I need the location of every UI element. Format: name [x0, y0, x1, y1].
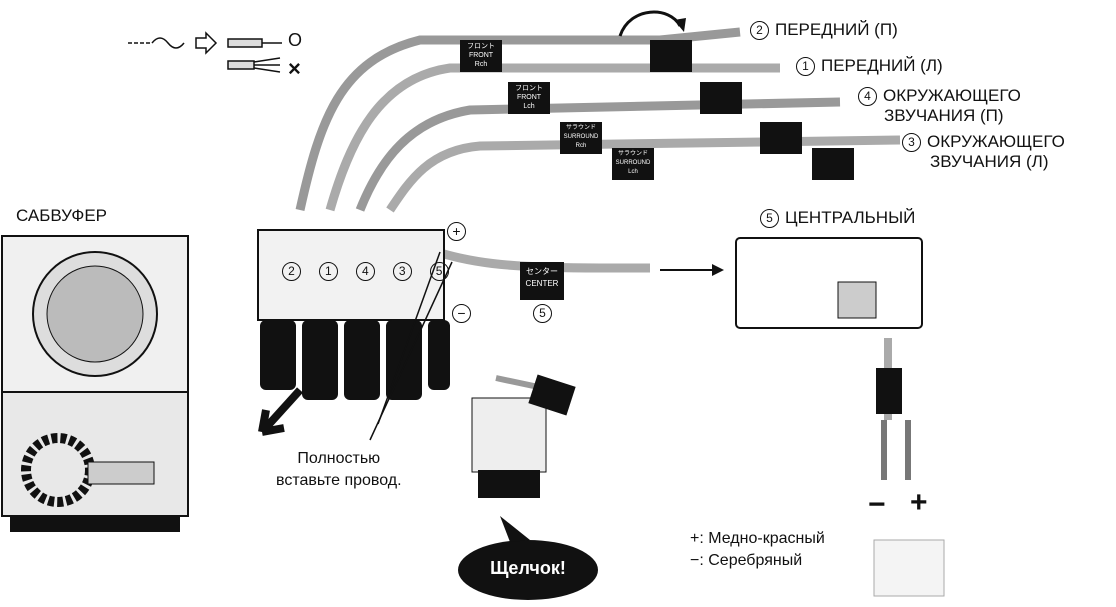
tag-jp: サラウンド: [565, 125, 596, 131]
wire-prep-illustration: [128, 31, 282, 73]
tag-jp: センター: [526, 267, 558, 276]
wire-color-legend: +: Медно-красный −: Серебряный: [690, 528, 825, 572]
inset-illustration: [471, 374, 576, 498]
speaker-name: ПЕРЕДНИЙ (П): [775, 20, 898, 39]
click-label: Щелчок!: [490, 558, 566, 578]
tag-surround-right: サラウンド SURROUND Rch: [561, 124, 601, 151]
tag-surround-left: サラウンド SURROUND Lch: [613, 150, 653, 177]
wire-tips: [873, 539, 945, 597]
speaker-name: ОКРУЖАЮЩЕГО: [927, 132, 1065, 151]
direction-arrow: [258, 387, 303, 436]
plus-sign: +: [447, 222, 466, 241]
speaker-name: ОКРУЖАЮЩЕГО: [883, 86, 1021, 105]
insert-instruction-line1: Полностью: [297, 450, 381, 467]
tag-front-left: フロント FRONT Lch: [509, 84, 549, 111]
speaker-label-surround-left-line2: ЗВУЧАНИЯ (Л): [930, 152, 1049, 171]
terminal-number: 3: [392, 262, 412, 281]
subwoofer-label: САБВУФЕР: [16, 206, 108, 225]
speaker-name: ПЕРЕДНИЙ (Л): [821, 56, 943, 75]
click-bubble: [458, 516, 598, 600]
speaker-number: 4: [858, 87, 877, 107]
speaker-number: 3: [902, 133, 921, 153]
tag-en: CENTER: [525, 279, 559, 288]
speaker-label-front-right: 2 ПЕРЕДНИЙ (П): [750, 20, 898, 41]
tag-ch: Lch: [523, 103, 535, 110]
speaker-label-front-left: 1 ПЕРЕДНИЙ (Л): [796, 56, 943, 77]
leader-lines: [369, 251, 453, 441]
legend-plus: +: Медно-красный: [690, 530, 825, 547]
insert-instruction: Полностью вставьте провод.: [276, 448, 402, 492]
tag-jp: サラウンド: [617, 151, 648, 157]
speaker-label-surround-right: 4 ОКРУЖАЮЩЕГО: [858, 86, 1021, 107]
wire-plus-label: +: [910, 486, 928, 519]
terminal-number: 5: [429, 262, 449, 281]
minus-sign: −: [452, 304, 471, 323]
wire-minus-label: −: [868, 488, 886, 521]
terminal-number: 2: [282, 262, 301, 281]
tag-en: FRONT: [516, 94, 542, 101]
terminal-number: 1: [318, 262, 338, 281]
tag-en: SURROUND: [563, 134, 599, 140]
speaker-number: 5: [760, 209, 779, 229]
terminal-minus: −: [452, 304, 477, 323]
tag-center: センター CENTER: [521, 266, 563, 290]
tag-front-right: フロント FRONT Rch: [461, 42, 501, 69]
tag-center-number: 5: [533, 304, 558, 323]
wire-ok-mark: O: [288, 30, 303, 50]
tag-en: SURROUND: [615, 160, 651, 166]
flip-arrow: [618, 10, 682, 37]
tag-ch: Rch: [474, 61, 488, 68]
speaker-label-surround-right-line2: ЗВУЧАНИЯ (П): [884, 106, 1004, 125]
tag-number: 5: [533, 304, 552, 323]
speaker-number: 2: [750, 21, 769, 41]
terminal-block: [257, 229, 450, 400]
tag-jp: フロント: [515, 85, 543, 92]
wire-bad-mark: ×: [288, 56, 301, 81]
center-speaker: [735, 237, 923, 480]
insert-instruction-line2: вставьте провод.: [276, 472, 402, 489]
speaker-label-center: 5 ЦЕНТРАЛЬНЫЙ: [760, 208, 916, 229]
subwoofer: [1, 235, 189, 532]
terminal-plus: +: [447, 222, 472, 241]
tag-ch: Lch: [628, 169, 638, 175]
cable-tags: [460, 40, 854, 300]
terminal-number: 4: [355, 262, 375, 281]
speaker-cables: [295, 27, 901, 276]
terminal-numbers: 2 1 4 3 5: [282, 262, 455, 281]
speaker-label-surround-left: 3 ОКРУЖАЮЩЕГО: [902, 132, 1065, 153]
speaker-number: 1: [796, 57, 815, 77]
legend-minus: −: Серебряный: [690, 552, 803, 569]
speaker-name: ЦЕНТРАЛЬНЫЙ: [785, 208, 916, 227]
tag-ch: Rch: [575, 143, 587, 149]
tag-jp: フロント: [467, 43, 495, 50]
tag-en: FRONT: [468, 52, 494, 59]
